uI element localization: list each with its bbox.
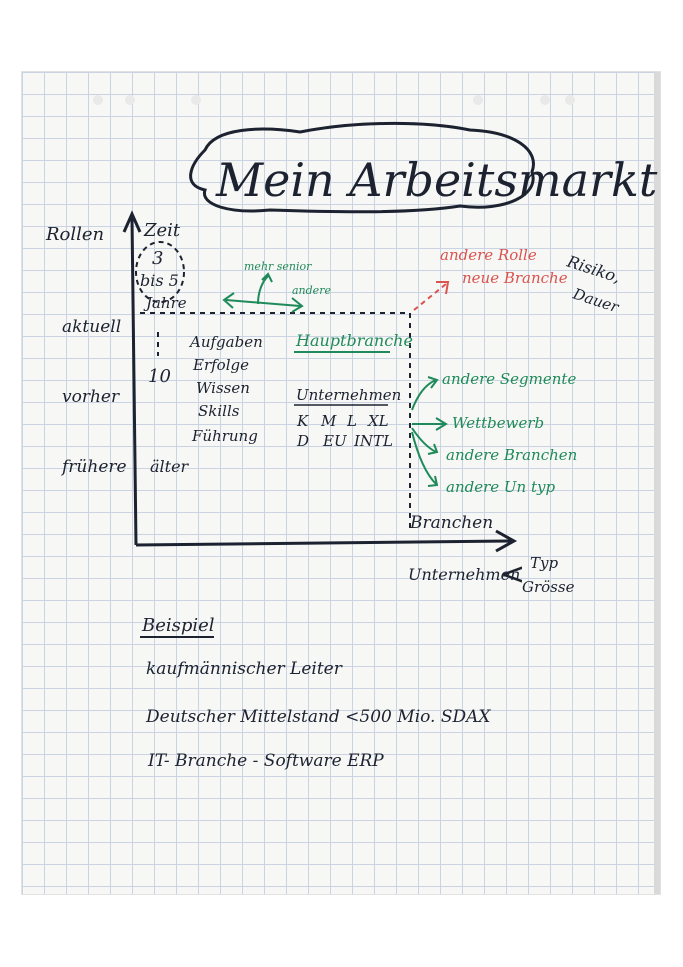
row-label-vorher: vorher: [62, 387, 120, 407]
sheet-edge: [654, 72, 660, 894]
x-axis-label: Branchen: [409, 513, 493, 533]
region-intl: INTL: [353, 432, 393, 450]
binder-holes: [93, 95, 575, 105]
y-axis-line: [130, 217, 138, 546]
title-cloud: [189, 121, 535, 214]
company-label: Unternehmen: [296, 386, 401, 404]
x-axis-arrow: [495, 529, 518, 553]
flipchart-sheet: [22, 72, 660, 894]
page-title: Mein Arbeitsmarkt: [215, 153, 658, 207]
ten-label: 10: [148, 366, 171, 387]
move-arrows-top: [222, 272, 304, 313]
region-d: D: [296, 432, 309, 450]
size-m: M: [320, 412, 337, 430]
risk-note-2: Dauer: [570, 284, 622, 316]
attr-wissen: Wissen: [196, 379, 250, 397]
target-wettbewerb: Wettbewerb: [452, 414, 544, 432]
attr-aufgaben: Aufgaben: [188, 333, 263, 351]
x-axis-typ: Typ: [530, 554, 558, 572]
risk-arrowhead: [436, 281, 450, 295]
attr-erfolge: Erfolge: [192, 356, 249, 374]
y-axis-arrow: [122, 210, 142, 233]
size-k: K: [296, 412, 309, 430]
aelter-label: älter: [150, 457, 190, 476]
row-label-aktuell: aktuell: [62, 317, 121, 337]
role-attributes: Aufgaben Erfolge Wissen Skills Führung: [188, 333, 263, 445]
jahre-label: Jahre: [143, 294, 187, 312]
risk-line-1: andere Rolle: [440, 246, 537, 264]
region-eu: EU: [322, 432, 348, 450]
risk-note-1: Risiko,: [564, 251, 623, 286]
mehr-senior-label: mehr senior: [244, 260, 312, 273]
y-axis-label: Rollen: [45, 224, 104, 245]
time-label: Zeit: [143, 220, 181, 241]
example-heading: Beispiel: [141, 615, 215, 636]
attr-fuehrung: Führung: [191, 427, 258, 445]
example-line-3: IT- Branche - Software ERP: [147, 751, 384, 771]
andere-label: andere: [292, 284, 331, 297]
example-line-1: kaufmännischer Leiter: [146, 659, 343, 679]
years-circle: [135, 241, 185, 303]
size-l: L: [346, 412, 357, 430]
axes: [122, 210, 518, 553]
x-axis-company: Unternehmen: [408, 565, 520, 584]
target-andere-branchen: andere Branchen: [446, 446, 577, 464]
x-axis-bracket: <: [500, 557, 525, 592]
circle-bottom: bis 5: [140, 271, 179, 290]
circle-top: 3: [152, 248, 163, 269]
target-andere-untyp: andere Un typ: [446, 478, 555, 496]
example-line-2: Deutscher Mittelstand <500 Mio. SDAX: [145, 707, 491, 727]
row-label-fruehere: frühere: [60, 457, 127, 477]
x-axis-groesse: Grösse: [522, 578, 575, 596]
market-boundary: [140, 312, 411, 528]
risk-line-2: neue Branche: [462, 269, 568, 287]
target-andere-segmente: andere Segmente: [442, 370, 576, 388]
attr-skills: Skills: [198, 402, 240, 420]
risk-arrow: [413, 283, 447, 311]
move-arrows-right: [411, 376, 448, 487]
x-axis-line: [135, 539, 513, 547]
size-xl: XL: [367, 412, 389, 430]
main-branch-label: Hauptbranche: [295, 331, 413, 350]
